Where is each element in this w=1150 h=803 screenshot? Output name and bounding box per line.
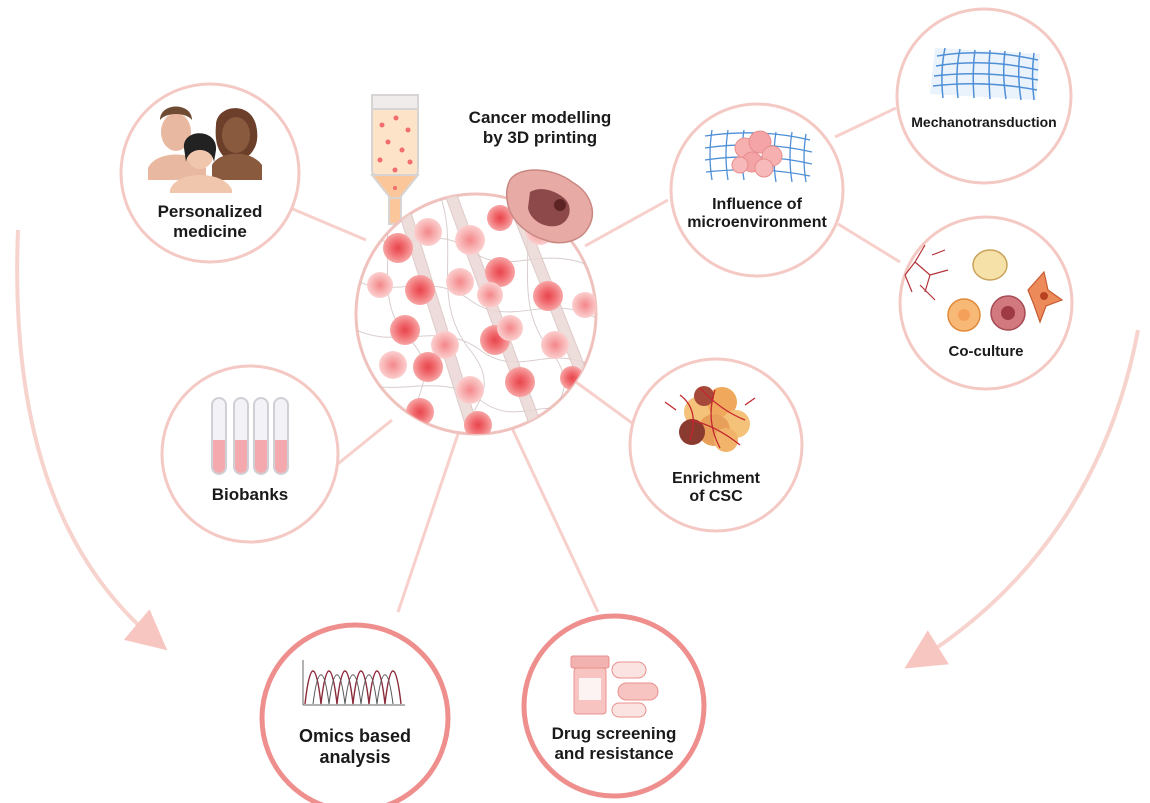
pill-bottle-icon [570,655,659,718]
connector-drug [510,427,600,613]
title-line-2: by 3D printing [482,127,598,147]
tumor-icon [505,169,593,244]
tumor-spheroid-icon [664,386,756,452]
drug-line-1: Drug screening [551,724,677,743]
biobanks-line-1: Biobanks [211,485,289,504]
connector-coculture [837,222,901,264]
connector-mechanotransduction [834,106,897,139]
label-drug-screening: Drug screening and resistance [534,724,694,763]
omics-line-1: Omics based [298,726,412,746]
ring-coculture [898,215,1074,391]
ring-omics [259,622,451,803]
label-enrichment-csc: Enrichment of CSC [646,470,786,507]
connector-omics [396,427,462,613]
connector-csc [575,380,633,425]
connector-microenvironment [584,198,669,248]
people-faces-icon [148,106,262,193]
test-tubes-icon [211,397,289,475]
ring-microenvironment [669,102,845,278]
mixed-cells-icon [904,244,1064,332]
label-biobanks: Biobanks [180,485,320,505]
drug-line-2: and resistance [554,743,674,763]
mechanotransduction-line-1: Mechanotransduction [911,114,1057,130]
right-curved-arrow [904,329,1140,669]
bold-node-rings [259,613,707,803]
ring-biobanks [160,364,340,544]
personalized-line-2: medicine [173,221,247,241]
csc-line-2: of CSC [689,488,743,506]
label-coculture: Co-culture [920,343,1052,360]
connector-personalized [287,205,367,242]
printed-tissue-hub [354,169,598,436]
bioprinter-syringe-icon [369,94,421,225]
label-omics-analysis: Omics based analysis [275,726,435,767]
microenvironment-line-2: microenvironment [687,214,827,232]
label-microenvironment: Influence of microenvironment [672,196,842,233]
label-mechanotransduction: Mechanotransduction [900,114,1068,130]
csc-line-1: Enrichment [671,470,760,487]
coculture-line-1: Co-culture [948,343,1024,360]
left-curved-arrow [15,229,168,651]
connectors [287,106,901,613]
personalized-line-1: Personalized [157,202,263,221]
diagram-title: Cancer modelling by 3D printing [455,108,625,147]
microenvironment-line-1: Influence of [712,196,802,213]
label-personalized-medicine: Personalized medicine [130,202,290,241]
chromatogram-icon [302,660,405,706]
cell-cluster-mesh-icon [704,129,813,183]
mesh-scaffold-icon [930,47,1040,101]
title-line-1: Cancer modelling [468,108,612,127]
omics-line-2: analysis [319,746,391,767]
